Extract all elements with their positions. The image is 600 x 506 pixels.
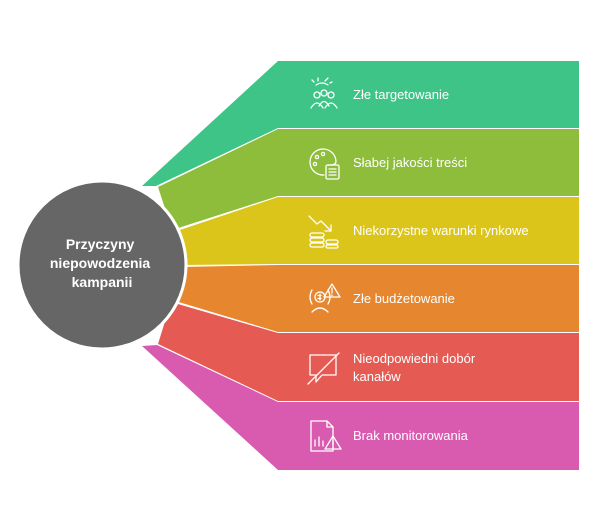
center-label-line-3: kampanii (72, 274, 133, 290)
center-label-line-1: Przyczyny (66, 236, 135, 252)
budget-warning-icon (309, 283, 341, 313)
branch-band-4 (172, 265, 579, 332)
center-label: Przyczyny niepowodzenia kampanii (50, 236, 154, 290)
branch-label-3-line-1: Niekorzystne warunki rynkowe (353, 223, 529, 238)
branch-label-1: Złe targetowanie (353, 87, 449, 102)
branch-label-1-line-1: Złe targetowanie (353, 87, 449, 102)
center-circle (16, 179, 188, 351)
branch-label-4-line-1: Złe budżetowanie (353, 291, 455, 306)
branch-label-2-line-1: Słabej jakości treści (353, 155, 467, 170)
branch-labels: Złe targetowanie Słabej jakości treści N… (353, 87, 529, 443)
declining-trend-coins-icon (308, 215, 339, 249)
branch-label-5-line-1: Nieodpowiedni dobór (353, 351, 476, 366)
center-node: Przyczyny niepowodzenia kampanii (16, 179, 188, 351)
branch-label-2: Słabej jakości treści (353, 155, 467, 170)
blocked-channel-icon (307, 352, 340, 385)
branch-band-1 (142, 61, 579, 186)
palette-document-icon (309, 148, 340, 180)
audience-target-icon (310, 77, 338, 109)
branch-band-5 (158, 302, 579, 401)
branch-label-6: Brak monitorowania (353, 428, 469, 443)
branch-label-6-line-1: Brak monitorowania (353, 428, 469, 443)
branch-band-6 (142, 345, 579, 470)
branch-band-3 (174, 197, 579, 265)
branch-label-5: Nieodpowiedni dobór kanałów (353, 351, 479, 384)
chart-alert-icon (310, 420, 342, 452)
branch-label-3: Niekorzystne warunki rynkowe (353, 223, 529, 238)
center-label-line-2: niepowodzenia (50, 255, 151, 271)
branch-label-4: Złe budżetowanie (353, 291, 455, 306)
branch-label-5-line-2: kanałów (353, 369, 401, 384)
branch-bands (142, 61, 579, 470)
branch-band-2 (158, 129, 579, 230)
